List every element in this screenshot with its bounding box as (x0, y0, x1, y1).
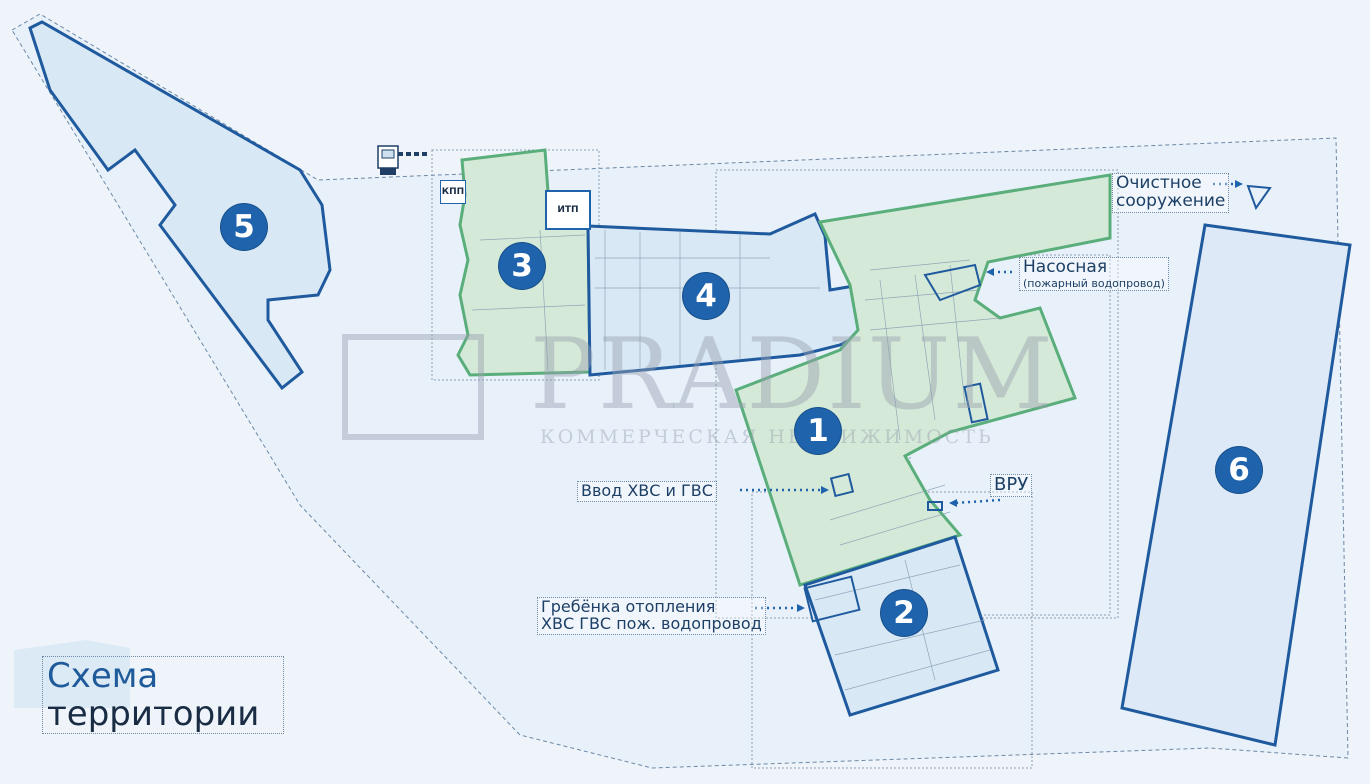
building-badge-1: 1 (795, 408, 841, 454)
treatment-line2: сооружение (1116, 190, 1226, 211)
building-1-outline (734, 173, 1112, 587)
heating-line1: Гребёнка отопления (541, 597, 716, 616)
title-line1: Схема (47, 656, 159, 696)
vru-label: ВРУ (990, 474, 1033, 497)
watermark-tagline: КОММЕРЧЕСКАЯ НЕДВИЖИМОСТЬ (540, 426, 994, 448)
kpp-tag: КПП (440, 180, 466, 204)
page-title: Схема территории (42, 656, 284, 734)
building-5-outline (28, 20, 332, 391)
treatment-line1: Очистное (1116, 173, 1202, 193)
water-input-label: Ввод ХВС и ГВС (577, 481, 717, 502)
treatment-facility-triangle (1246, 184, 1272, 211)
itp-tag: ИТП (545, 190, 591, 230)
pump-title: Насосная (1023, 257, 1108, 277)
building-badge-3: 3 (499, 243, 545, 289)
pump-subtitle: (пожарный водопровод) (1023, 276, 1165, 290)
title-line2: территории (47, 694, 260, 734)
watermark-brand: PRADIUM (530, 318, 1055, 432)
treatment-facility-label: Очистное сооружение (1112, 173, 1230, 213)
building-badge-4: 4 (683, 273, 729, 319)
arrowheads (797, 180, 1243, 612)
title-corner-decoration (14, 640, 130, 708)
building-badge-6: 6 (1216, 447, 1262, 493)
watermark-logo-box (342, 334, 484, 440)
equipment-boxes (803, 263, 989, 623)
pump-station-label: Насосная (пожарный водопровод) (1019, 257, 1169, 292)
callout-arrows (740, 182, 1236, 610)
heating-line2: ХВС ГВС пож. водопровод (541, 613, 762, 633)
gate-barrier-icon (377, 145, 430, 175)
interior-drafting-lines (471, 229, 1001, 691)
heating-manifold-label: Гребёнка отопления ХВС ГВС пож. водопров… (537, 597, 766, 635)
building-badge-5: 5 (221, 204, 267, 250)
building-badge-2: 2 (881, 590, 927, 636)
